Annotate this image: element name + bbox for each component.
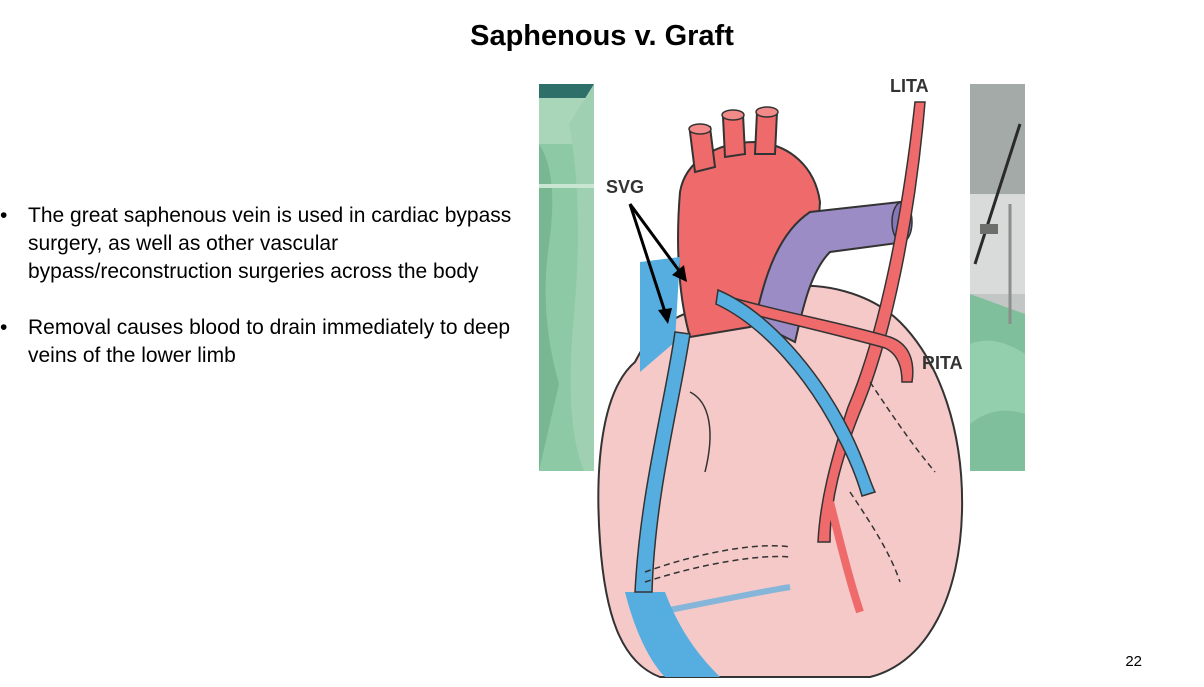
heart-bypass-illustration: LITA SVG RITA — [540, 72, 980, 682]
svg-label: SVG — [606, 177, 644, 197]
bullet-text: The great saphenous vein is used in card… — [28, 204, 512, 283]
rita-graft — [727, 296, 914, 383]
bullet-text: Removal causes blood to drain immediatel… — [28, 316, 511, 367]
bullet-list: • The great saphenous vein is used in ca… — [0, 202, 530, 398]
rita-label: RITA — [922, 353, 963, 373]
bullet-marker: • — [0, 316, 8, 339]
slide-title: Saphenous v. Graft — [470, 20, 734, 52]
bullet-item: • The great saphenous vein is used in ca… — [0, 202, 530, 286]
page-number: 22 — [1125, 653, 1142, 670]
bullet-marker: • — [0, 204, 8, 227]
bullet-item: • Removal causes blood to drain immediat… — [0, 314, 530, 370]
surgical-photo-left — [539, 84, 594, 471]
surgical-photo-right — [970, 84, 1025, 471]
lita-label: LITA — [890, 76, 929, 96]
